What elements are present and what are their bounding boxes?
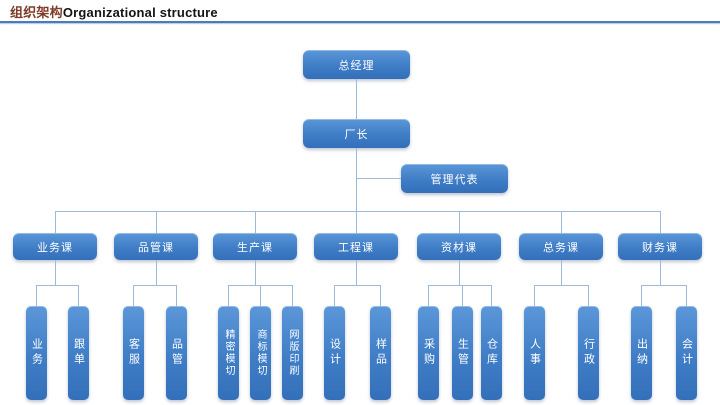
- org-node-customer-service[interactable]: 客服: [123, 306, 144, 400]
- org-node-dept-general-affairs[interactable]: 总务课: [519, 233, 603, 260]
- org-node-cashier[interactable]: 出纳: [631, 306, 652, 400]
- org-node-precision-die-cutting[interactable]: 精密模切: [218, 306, 239, 400]
- connector-line: [356, 211, 357, 233]
- org-node-dept-quality[interactable]: 品管课: [114, 233, 198, 260]
- org-node-factory-director[interactable]: 厂长: [303, 119, 410, 148]
- org-node-hr[interactable]: 人事: [524, 306, 545, 400]
- connector-line: [561, 211, 562, 233]
- connector-line: [255, 260, 256, 285]
- connector-line: [459, 260, 460, 285]
- org-node-dept-finance[interactable]: 财务课: [618, 233, 702, 260]
- org-node-production-control[interactable]: 生管: [452, 306, 473, 400]
- connector-line: [588, 285, 589, 306]
- connector-line: [55, 211, 660, 212]
- connector-line: [176, 285, 177, 306]
- connector-line: [641, 285, 686, 286]
- org-node-screen-printing[interactable]: 网版印刷: [282, 306, 303, 400]
- connector-line: [156, 260, 157, 285]
- org-node-purchasing[interactable]: 采购: [418, 306, 439, 400]
- org-node-general-manager[interactable]: 总经理: [303, 50, 410, 79]
- org-node-admin[interactable]: 行政: [578, 306, 599, 400]
- connector-line: [133, 285, 176, 286]
- connector-line: [36, 285, 37, 306]
- connector-line: [356, 79, 357, 119]
- org-node-sales[interactable]: 业务: [26, 306, 47, 400]
- org-node-management-representative[interactable]: 管理代表: [401, 164, 508, 193]
- connector-line: [660, 260, 661, 285]
- connector-line: [428, 285, 429, 306]
- org-node-quality-control[interactable]: 品管: [166, 306, 187, 400]
- title-english: Organizational structure: [62, 5, 218, 20]
- connector-line: [462, 285, 463, 306]
- org-node-warehouse[interactable]: 仓库: [481, 306, 502, 400]
- org-node-dept-engineering[interactable]: 工程课: [314, 233, 398, 260]
- title-chinese: 组织架构: [10, 5, 63, 20]
- org-node-merchandising[interactable]: 跟单: [68, 306, 89, 400]
- org-node-dept-materials[interactable]: 资材课: [417, 233, 501, 260]
- connector-line: [356, 178, 401, 179]
- connector-line: [228, 285, 229, 306]
- title-underline: [0, 21, 720, 23]
- org-node-accounting[interactable]: 会计: [676, 306, 697, 400]
- org-node-design[interactable]: 设计: [324, 306, 345, 400]
- connector-line: [356, 148, 357, 211]
- connector-line: [334, 285, 380, 286]
- connector-line: [133, 285, 134, 306]
- connector-line: [36, 285, 78, 286]
- connector-line: [428, 285, 491, 286]
- connector-line: [534, 285, 588, 286]
- connector-line: [78, 285, 79, 306]
- connector-line: [380, 285, 381, 306]
- page-title: 组织架构Organizational structure: [10, 2, 218, 21]
- connector-line: [660, 211, 661, 233]
- org-node-label-die-cutting[interactable]: 商标模切: [250, 306, 271, 400]
- org-node-samples[interactable]: 样品: [370, 306, 391, 400]
- connector-line: [686, 285, 687, 306]
- connector-line: [641, 285, 642, 306]
- connector-line: [156, 211, 157, 233]
- connector-line: [561, 260, 562, 285]
- connector-line: [55, 211, 56, 233]
- connector-line: [491, 285, 492, 306]
- connector-line: [334, 285, 335, 306]
- org-node-dept-production[interactable]: 生产课: [213, 233, 297, 260]
- connector-line: [55, 260, 56, 285]
- connector-line: [356, 260, 357, 285]
- connector-line: [255, 211, 256, 233]
- org-node-dept-business[interactable]: 业务课: [13, 233, 97, 260]
- connector-line: [459, 211, 460, 233]
- connector-line: [292, 285, 293, 306]
- connector-line: [534, 285, 535, 306]
- connector-line: [260, 285, 261, 306]
